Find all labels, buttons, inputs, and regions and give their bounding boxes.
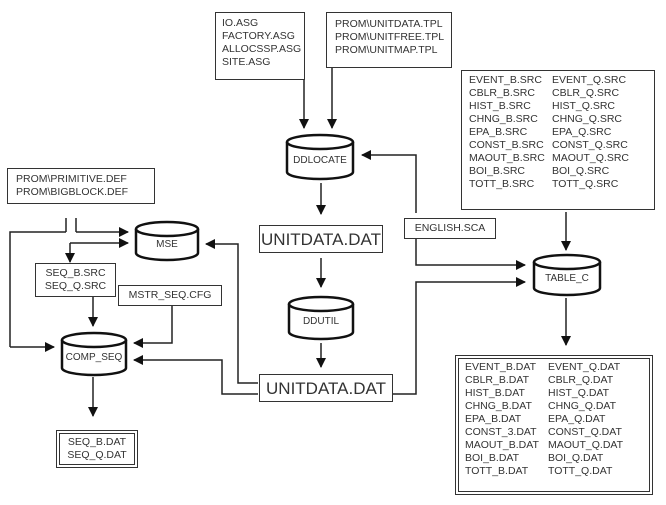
comp-seq-label: COMP_SEQ (65, 351, 123, 363)
def-file: PROM\BIGBLOCK.DEF (16, 186, 129, 198)
dat-file-b: TOTT_B.DAT (465, 465, 529, 477)
dat-file-q: EVENT_Q.DAT (548, 361, 621, 373)
dat-file-b: BOI_B.DAT (465, 452, 520, 464)
src-file-b: HIST_B.SRC (469, 100, 531, 112)
src-file-b: CBLR_B.SRC (469, 87, 535, 99)
ddutil-process: DDUTIL (287, 295, 355, 341)
src-file-q: EVENT_Q.SRC (552, 74, 627, 86)
src-file-q: TOTT_Q.SRC (552, 178, 619, 190)
dat-file-b: CHNG_B.DAT (465, 400, 532, 412)
dat-file-q: BOI_Q.DAT (548, 452, 604, 464)
dat-file-b: MAOUT_B.DAT (465, 439, 539, 451)
seq-dat-file: SEQ_Q.DAT (67, 449, 127, 461)
mse-process: MSE (134, 220, 200, 262)
unitdata-dat-label-2: UNITDATA.DAT (266, 378, 386, 398)
seq-src-file: SEQ_Q.SRC (44, 280, 107, 292)
dat-file-q: CBLR_Q.DAT (548, 374, 614, 386)
src-file-b: EPA_B.SRC (469, 126, 528, 138)
arrow-english-to-ddlocate (361, 150, 417, 213)
database-icon (285, 133, 355, 181)
dat-file-q: MAOUT_Q.DAT (548, 439, 624, 451)
seq-src-box: SEQ_B.SRC SEQ_Q.SRC (35, 263, 116, 297)
comp-seq-process: COMP_SEQ (60, 331, 128, 377)
ddlocate-process: DDLOCATE (285, 133, 355, 181)
src-file-q: CBLR_Q.SRC (552, 87, 620, 99)
dat-file-q: HIST_Q.DAT (548, 387, 610, 399)
src-file-q: BOI_Q.SRC (552, 165, 610, 177)
database-icon (60, 331, 128, 377)
asg-file: SITE.ASG (222, 56, 271, 68)
dat-file-b: CONST_3.DAT (465, 426, 537, 438)
dat-file-q: TOTT_Q.DAT (548, 465, 613, 477)
unitdata-dat-label: UNITDATA.DAT (261, 229, 381, 249)
dat-file-b: EPA_B.DAT (465, 413, 522, 425)
dat-file-b: EVENT_B.DAT (465, 361, 536, 373)
seq-src-file: SEQ_B.SRC (45, 267, 106, 279)
def-files-box: PROM\PRIMITIVE.DEF PROM\BIGBLOCK.DEF (7, 168, 155, 204)
tpl-files-box: PROM\UNITDATA.TPL PROM\UNITFREE.TPL PROM… (326, 12, 452, 68)
tpl-file: PROM\UNITMAP.TPL (335, 44, 438, 56)
src-file-q: CHNG_Q.SRC (552, 113, 623, 125)
mstr-seq-cfg-box: MSTR_SEQ.CFG (118, 285, 222, 306)
src-file-q: MAOUT_Q.SRC (552, 152, 630, 164)
src-file-b: EVENT_B.SRC (469, 74, 542, 86)
asg-file: IO.ASG (222, 17, 259, 29)
asg-file: ALLOCSSP.ASG (222, 43, 302, 55)
dat-file-q: CONST_Q.DAT (548, 426, 622, 438)
ddutil-label: DDUTIL (302, 315, 340, 327)
asg-file: FACTORY.ASG (222, 30, 295, 42)
dat-file-b: CBLR_B.DAT (465, 374, 529, 386)
unitdata-dat-box-2: UNITDATA.DAT (259, 374, 393, 402)
src-file-b: CONST_B.SRC (469, 139, 544, 151)
src-file-b: MAOUT_B.SRC (469, 152, 545, 164)
seq-dat-box: SEQ_B.DAT SEQ_Q.DAT (56, 430, 138, 468)
dat-files-box: EVENT_B.DAT CBLR_B.DAT HIST_B.DAT CHNG_B… (455, 355, 653, 495)
src-file-q: CONST_Q.SRC (552, 139, 628, 151)
english-sca-label: ENGLISH.SCA (414, 222, 486, 234)
arrow-left-to-mse (9, 231, 66, 347)
src-file-b: BOI_B.SRC (469, 165, 526, 177)
def-file: PROM\PRIMITIVE.DEF (16, 173, 127, 185)
asg-files-box: IO.ASG FACTORY.ASG ALLOCSSP.ASG SITE.ASG (215, 12, 305, 80)
tpl-file: PROM\UNITDATA.TPL (335, 18, 443, 30)
arrow-unitdata2-to-tablec (393, 277, 526, 395)
database-icon (134, 220, 200, 262)
src-files-box: EVENT_B.SRC CBLR_B.SRC HIST_B.SRC CHNG_B… (461, 70, 655, 210)
arrow-mstr-to-compseq (133, 305, 173, 348)
mse-label: MSE (156, 238, 178, 250)
seq-dat-file: SEQ_B.DAT (67, 436, 127, 448)
english-sca-box: ENGLISH.SCA (404, 218, 496, 239)
table-c-process: TABLE_C (532, 253, 602, 297)
dat-file-q: EPA_Q.DAT (548, 413, 606, 425)
table-c-label: TABLE_C (545, 272, 589, 284)
mstr-seq-cfg-label: MSTR_SEQ.CFG (128, 289, 212, 301)
arrow-english-to-tablec (415, 237, 526, 270)
src-file-q: EPA_Q.SRC (552, 126, 612, 138)
dat-file-q: CHNG_Q.DAT (548, 400, 617, 412)
dat-file-b: HIST_B.DAT (465, 387, 525, 399)
ddlocate-label: DDLOCATE (293, 154, 347, 166)
database-icon (287, 295, 355, 341)
database-icon (532, 253, 602, 297)
src-file-b: CHNG_B.SRC (469, 113, 538, 125)
arrow-unitdata2-to-compseq (133, 355, 258, 395)
src-file-q: HIST_Q.SRC (552, 100, 616, 112)
arrow-unitdata2-to-mse (205, 239, 258, 384)
unitdata-dat-box: UNITDATA.DAT (259, 225, 383, 253)
tpl-file: PROM\UNITFREE.TPL (335, 31, 445, 43)
src-file-b: TOTT_B.SRC (469, 178, 535, 190)
